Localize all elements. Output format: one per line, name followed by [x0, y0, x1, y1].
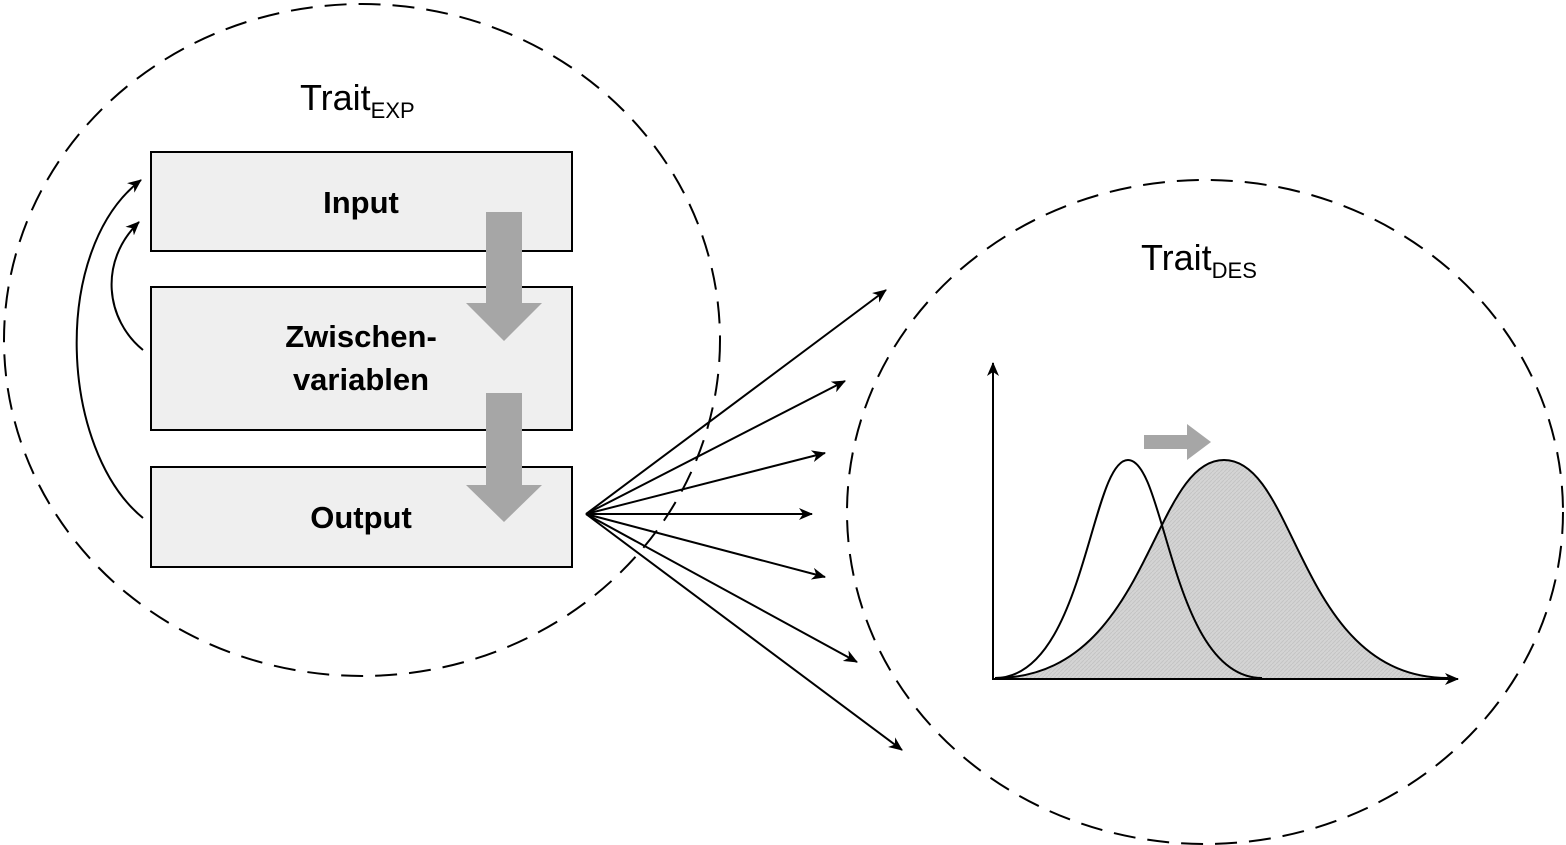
- flow-arrow-input-to-intermediate: [466, 212, 542, 341]
- distribution-plot: [987, 362, 1459, 685]
- fan-arrow-3: [585, 450, 826, 515]
- fan-arrow-1: [585, 289, 887, 515]
- des-dashed-circle: [846, 179, 1564, 845]
- des-title-subscript: DES: [1212, 258, 1257, 283]
- des-title-main: Trait: [1141, 237, 1212, 278]
- exp-title: TraitEXP: [300, 77, 415, 123]
- intermediate-label-line1: Zwischen-: [285, 319, 437, 354]
- intermediate-label-line2: variablen: [293, 362, 429, 397]
- exp-title-main: Trait: [300, 77, 371, 118]
- fan-arrow-7: [585, 513, 858, 663]
- feedback-arrow-output-to-input: [75, 179, 144, 519]
- fan-arrow-6: [585, 513, 826, 580]
- output-label: Output: [310, 500, 412, 535]
- shift-arrow-icon: [1144, 424, 1211, 460]
- fan-arrow-2: [585, 380, 846, 515]
- shifted-distribution-curve: [994, 458, 1449, 679]
- output-fan-arrows: [585, 289, 903, 751]
- fan-arrow-8: [585, 513, 903, 751]
- exp-title-subscript: EXP: [371, 98, 415, 123]
- shifted-distribution-fill: [995, 460, 1448, 678]
- original-distribution-curve: [994, 458, 1263, 679]
- input-label: Input: [323, 185, 399, 220]
- des-title: TraitDES: [1141, 237, 1257, 283]
- exp-dashed-circle: [3, 3, 721, 677]
- feedback-arrow-intermediate-to-input: [110, 221, 144, 351]
- flow-arrow-intermediate-to-output: [466, 393, 542, 522]
